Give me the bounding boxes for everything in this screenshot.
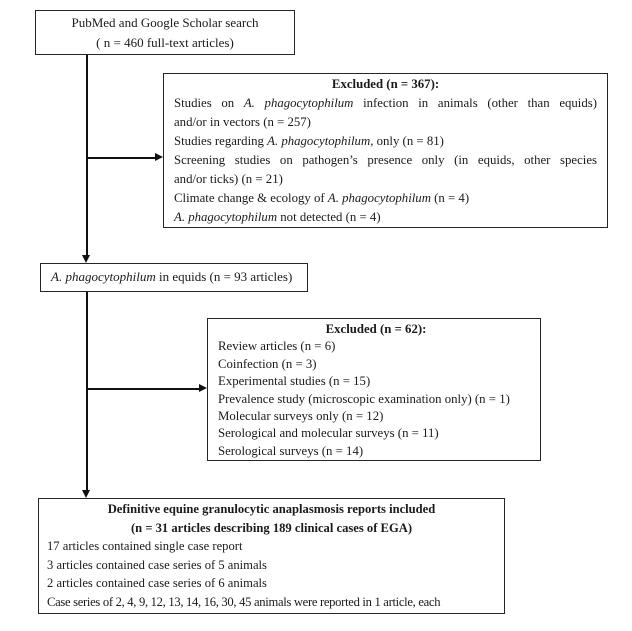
- species-name-italic: A. phagocytophilum: [267, 134, 371, 148]
- text-line: Serological surveys (n = 14): [218, 443, 534, 460]
- text-segment: in equids (n = 93 articles): [155, 269, 293, 284]
- connector-to-excluded-367: [87, 157, 156, 159]
- text-line: 3 articles contained case series of 5 an…: [47, 556, 496, 575]
- text-line: 2 articles contained case series of 6 an…: [47, 574, 496, 593]
- text-line: Serological and molecular surveys (n = 1…: [218, 425, 534, 442]
- search-box: PubMed and Google Scholar search ( n = 46…: [35, 10, 295, 55]
- text-segment: PubMed and Google Scholar search: [71, 15, 259, 30]
- text-line: Case series of 2, 4, 9, 12, 13, 14, 16, …: [47, 593, 496, 612]
- arrow-right-icon: [155, 153, 163, 161]
- text-segment: Serological surveys (n = 14): [218, 443, 364, 458]
- text-segment: Climate change & ecology of: [174, 191, 328, 205]
- text-segment: Studies regarding: [174, 134, 268, 148]
- text-line: ( n = 460 full-text articles): [36, 33, 294, 53]
- text-segment: Prevalence study (microscopic examinatio…: [218, 391, 510, 406]
- excluded-367-box: Excluded (n = 367): Studies on A. phagocy…: [163, 73, 608, 228]
- text-segment: not detected (n = 4): [277, 210, 381, 224]
- text-segment: Review articles (n = 6): [218, 339, 336, 354]
- connector-to-excluded-62: [87, 388, 200, 390]
- text-line: Molecular surveys only (n = 12): [218, 408, 534, 425]
- text-line: Excluded (n = 62):: [218, 321, 534, 338]
- text-segment: 2 articles contained case series of 6 an…: [47, 576, 267, 591]
- text-line: Climate change & ecology of A. phagocyto…: [174, 189, 597, 208]
- text-line: Excluded (n = 367):: [174, 75, 597, 94]
- text-segment: and/or ticks) (n = 21): [174, 172, 283, 186]
- text-line: Coinfection (n = 3): [218, 356, 534, 373]
- arrow-right-icon: [199, 384, 207, 392]
- text-line: Review articles (n = 6): [218, 338, 534, 355]
- text-segment: Screening studies on pathogen’s presence…: [174, 153, 597, 167]
- equids-articles-box: A. phagocytophilum in equids (n = 93 art…: [40, 263, 308, 292]
- text-segment: ( n = 460 full-text articles): [96, 35, 234, 50]
- text-segment: Experimental studies (n = 15): [218, 374, 371, 389]
- text-segment: , only (n = 81): [370, 134, 444, 148]
- text-line: and/or ticks) (n = 21): [174, 170, 597, 189]
- species-name-italic: A. phagocytophilum: [51, 269, 156, 284]
- text-segment: infection in animals (other than equids): [353, 96, 597, 110]
- connector-search-to-equids: [86, 55, 88, 256]
- text-line: 17 articles contained single case report: [47, 537, 496, 556]
- text-line: Prevalence study (microscopic examinatio…: [218, 391, 534, 408]
- text-segment: Serological and molecular surveys (n = 1…: [218, 426, 439, 441]
- text-segment: Case series of 2, 4, 9, 12, 13, 14, 16, …: [47, 594, 441, 609]
- text-segment: (n = 31 articles describing 189 clinical…: [130, 520, 413, 535]
- text-segment: Excluded (n = 367):: [331, 77, 440, 91]
- text-segment: Excluded (n = 62):: [325, 322, 427, 336]
- text-segment: Coinfection (n = 3): [218, 356, 317, 371]
- text-line: A. phagocytophilum in equids (n = 93 art…: [51, 264, 307, 290]
- included-reports-box: Definitive equine granulocytic anaplasmo…: [38, 498, 505, 614]
- species-name-italic: A. phagocytophilum: [174, 210, 278, 224]
- text-segment: Definitive equine granulocytic anaplasmo…: [107, 502, 436, 516]
- text-line: Screening studies on pathogen’s presence…: [174, 151, 597, 170]
- text-segment: and/or in vectors (n = 257): [174, 115, 311, 129]
- text-segment: 17 articles contained single case report: [47, 539, 243, 554]
- text-segment: (n = 4): [430, 191, 470, 205]
- text-line: Experimental studies (n = 15): [218, 373, 534, 390]
- text-segment: Molecular surveys only (n = 12): [218, 409, 384, 424]
- text-line: and/or in vectors (n = 257): [174, 113, 597, 132]
- species-name-italic: A. phagocytophilum: [243, 96, 354, 110]
- text-line: Studies regarding A. phagocytophilum, on…: [174, 132, 597, 151]
- text-line: A. phagocytophilum not detected (n = 4): [174, 208, 597, 227]
- text-line: PubMed and Google Scholar search: [36, 13, 294, 33]
- connector-equids-to-included: [86, 292, 88, 490]
- text-line: Studies on A. phagocytophilum infection …: [174, 94, 597, 113]
- excluded-62-box: Excluded (n = 62): Review articles (n = 6…: [207, 318, 541, 461]
- text-line: Definitive equine granulocytic anaplasmo…: [47, 500, 496, 519]
- arrow-down-icon: [82, 255, 90, 263]
- text-segment: Studies on: [174, 96, 244, 110]
- arrow-down-icon: [82, 490, 90, 498]
- text-segment: 3 articles contained case series of 5 an…: [47, 557, 267, 572]
- text-line: (n = 31 articles describing 189 clinical…: [47, 519, 496, 538]
- species-name-italic: A. phagocytophilum: [327, 191, 431, 205]
